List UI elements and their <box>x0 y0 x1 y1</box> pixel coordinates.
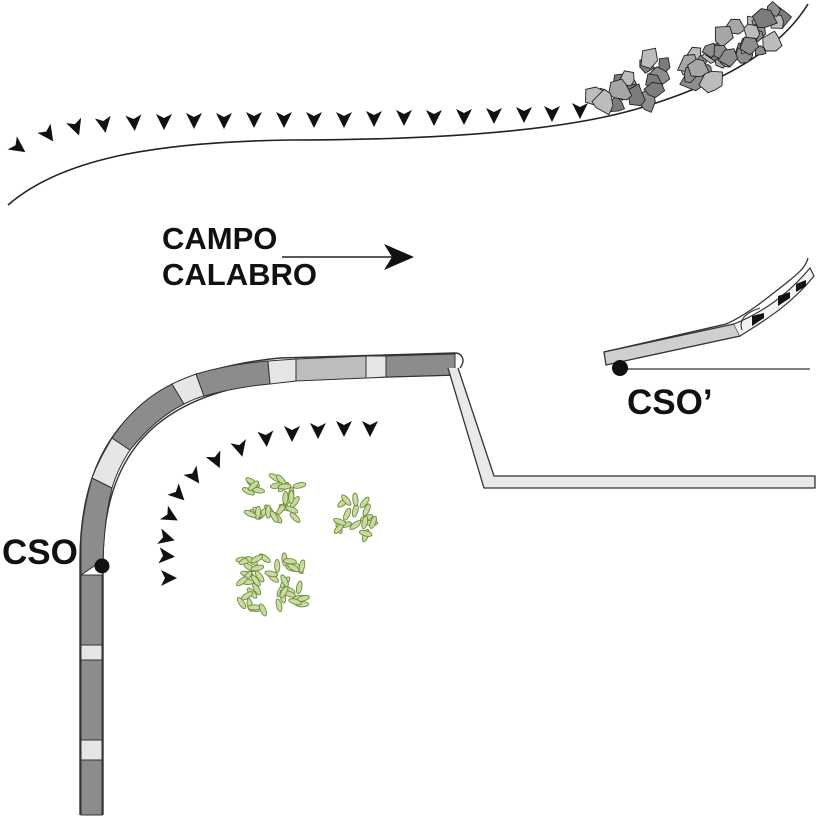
triangle-marker-arc <box>157 421 378 586</box>
rock <box>739 36 760 56</box>
triangle-marker <box>158 547 175 564</box>
triangle-marker <box>572 103 588 119</box>
triangle-marker <box>366 111 382 127</box>
rock <box>701 42 719 59</box>
triangle-marker <box>456 109 472 125</box>
rock <box>658 57 671 72</box>
top-boundary-curve <box>7 3 809 206</box>
triangle-marker <box>426 110 442 126</box>
triangle-marker <box>161 570 177 586</box>
triangle-marker <box>205 450 221 469</box>
cso-prime-point <box>612 360 628 376</box>
triangle-marker <box>246 112 262 128</box>
triangle-marker <box>157 528 175 544</box>
triangle-marker <box>183 465 200 484</box>
triangle-marker <box>7 136 26 153</box>
triangle-marker <box>310 423 326 439</box>
rock <box>698 70 723 94</box>
label-cso: CSO <box>2 533 78 572</box>
cso-point <box>94 558 110 574</box>
step-profile-line <box>447 367 816 489</box>
triangle-marker <box>216 113 232 129</box>
right-arrow-icon <box>282 244 414 270</box>
triangle-marker <box>94 115 111 133</box>
triangle-marker <box>516 107 532 123</box>
triangle-marker <box>257 430 274 447</box>
label-calabro: CALABRO <box>162 257 317 292</box>
rock <box>643 81 666 99</box>
triangle-marker <box>336 421 352 437</box>
triangle-marker <box>362 421 378 437</box>
rock <box>591 88 614 116</box>
triangle-marker <box>37 123 54 142</box>
rock <box>755 45 767 56</box>
triangle-marker <box>159 505 178 521</box>
triangle-marker-row <box>7 103 588 153</box>
triangle-marker <box>396 110 412 126</box>
small-ruler-band <box>603 257 815 370</box>
triangle-marker <box>306 112 322 128</box>
triangle-marker <box>276 112 292 128</box>
rock-pile <box>585 0 793 116</box>
label-cso-prime: CSO’ <box>627 383 713 422</box>
leaf-cluster <box>333 492 379 543</box>
rock <box>687 58 710 78</box>
triangle-marker <box>284 426 300 442</box>
curved-ruler-band <box>79 352 464 816</box>
triangle-marker <box>336 112 352 128</box>
rock <box>762 30 783 52</box>
leaf-clusters <box>235 473 379 617</box>
rock <box>608 78 633 101</box>
triangle-marker <box>544 106 560 122</box>
triangle-marker <box>486 108 502 124</box>
rock <box>751 8 778 29</box>
triangle-marker <box>125 114 142 131</box>
label-campo: CAMPO <box>162 221 278 256</box>
triangle-marker <box>66 117 82 136</box>
leaf-cluster <box>241 473 307 524</box>
triangle-marker <box>230 439 246 457</box>
rock <box>717 48 739 68</box>
leaf-cluster <box>235 552 310 617</box>
triangle-marker <box>156 114 172 130</box>
triangle-marker <box>186 113 202 129</box>
triangle-marker <box>167 483 185 501</box>
rock <box>640 47 659 69</box>
